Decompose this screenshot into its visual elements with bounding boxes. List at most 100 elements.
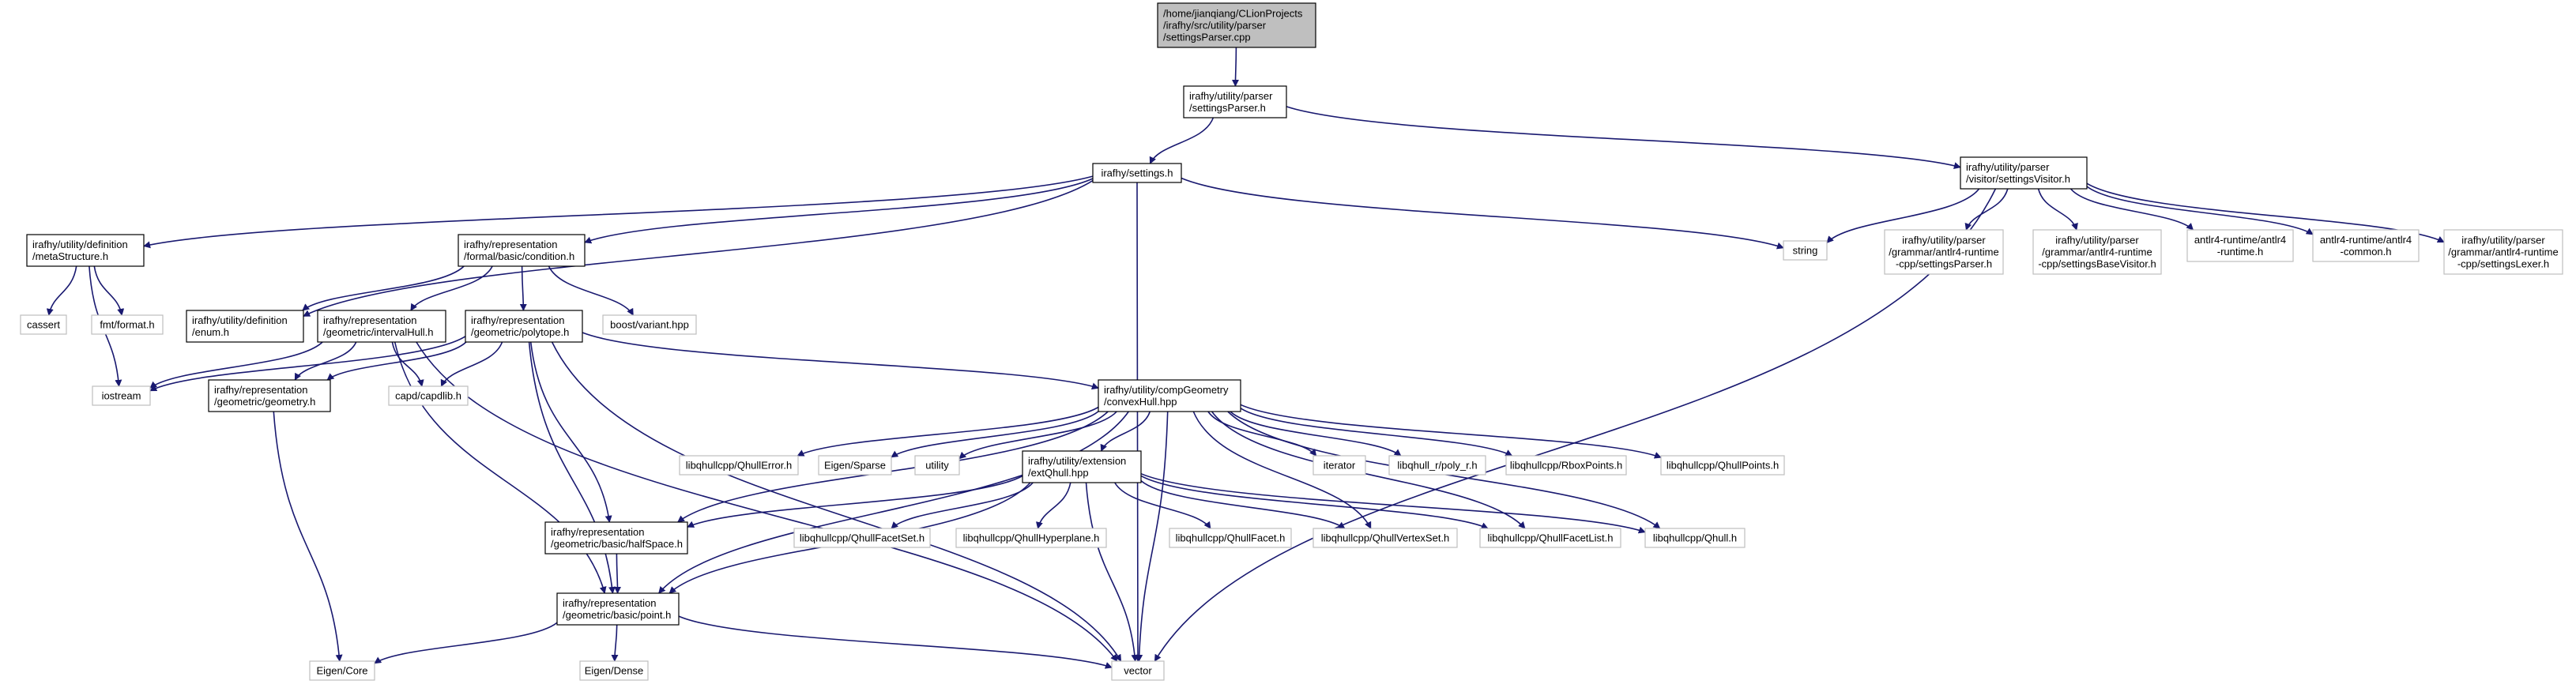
node-box bbox=[1092, 163, 1182, 183]
edge-convexhull-hpp-to-vector bbox=[1135, 411, 1169, 662]
node-grammar-settingsparser-h: irafhy/utility/parser/grammar/antlr4-run… bbox=[1884, 229, 2004, 275]
node-enum-h[interactable]: irafhy/utility/definition/enum.h bbox=[186, 310, 304, 343]
node-settings-h[interactable]: irafhy/settings.h bbox=[1092, 163, 1182, 183]
node-cassert: cassert bbox=[20, 314, 67, 335]
edge-convexhull-hpp-to-libqhull-r-poly-r-h bbox=[1230, 411, 1402, 457]
node-label-line: -runtime.h bbox=[2217, 246, 2264, 258]
node-label-line: /visitor/settingsVisitor.h bbox=[1966, 173, 2070, 185]
edge-convexhull-hpp-to-qhullpoints-h bbox=[1240, 404, 1662, 459]
node-metastructure-h[interactable]: irafhy/utility/definition/metaStructure.… bbox=[26, 234, 145, 267]
node-iterator: iterator bbox=[1312, 455, 1366, 476]
node-label-line: irafhy/utility/parser bbox=[2055, 235, 2139, 246]
node-root[interactable]: /home/jianqiang/CLionProjects/irafhy/src… bbox=[1157, 2, 1316, 48]
edge-condition-h-to-enum-h bbox=[302, 265, 465, 311]
node-capd-capdlib-h: capd/capdlib.h bbox=[388, 385, 469, 406]
node-box bbox=[1098, 379, 1241, 412]
node-box bbox=[2312, 229, 2420, 262]
node-box bbox=[1388, 455, 1486, 476]
node-label-line: libqhullcpp/QhullError.h bbox=[686, 460, 792, 472]
edge-settings-h-to-enum-h bbox=[303, 179, 1094, 318]
edge-extqhull-hpp-to-vector bbox=[1085, 482, 1139, 662]
edge-settingsvisitor-h-to-antlr4-runtime-h bbox=[2069, 188, 2194, 231]
node-extqhull-hpp[interactable]: irafhy/utility/extension/extQhull.hpp bbox=[1022, 450, 1142, 483]
edge-extqhull-hpp-to-halfspace-h bbox=[687, 475, 1023, 528]
edge-settings-h-to-condition-h bbox=[584, 178, 1094, 244]
node-grammar-settingslexer-h: irafhy/utility/parser/grammar/antlr4-run… bbox=[2443, 229, 2563, 275]
node-intervalhull-h[interactable]: irafhy/representation/geometric/interval… bbox=[317, 310, 446, 343]
node-label-line: irafhy/representation bbox=[214, 384, 308, 396]
node-qhullhyperplane-h: libqhullcpp/QhullHyperplane.h bbox=[955, 528, 1107, 548]
node-box bbox=[793, 528, 931, 548]
node-eigen-core: Eigen/Core bbox=[309, 660, 375, 681]
edge-metastructure-h-to-fmt-format-h bbox=[93, 265, 125, 316]
node-label-line: antlr4-runtime/antlr4 bbox=[2320, 234, 2412, 246]
node-label-line: libqhullcpp/QhullFacet.h bbox=[1176, 532, 1286, 544]
node-antlr4-common-h: antlr4-runtime/antlr4-common.h bbox=[2312, 229, 2420, 262]
node-label-line: libqhullcpp/QhullHyperplane.h bbox=[963, 532, 1100, 544]
node-box bbox=[602, 314, 697, 335]
node-label-line: libqhullcpp/QhullFacetSet.h bbox=[800, 532, 925, 544]
edge-point-h-to-eigen-dense bbox=[611, 624, 619, 662]
edge-extqhull-hpp-to-qhullhyperplane-h bbox=[1036, 482, 1071, 529]
node-libqhull-r-poly-r-h: libqhull_r/poly_r.h bbox=[1388, 455, 1486, 476]
node-condition-h[interactable]: irafhy/representation/formal/basic/condi… bbox=[458, 234, 586, 267]
node-label-line: /irafhy/src/utility/parser bbox=[1163, 20, 1267, 32]
node-box bbox=[458, 234, 586, 267]
node-convexhull-hpp[interactable]: irafhy/utility/compGeometry/convexHull.h… bbox=[1098, 379, 1241, 412]
node-box bbox=[1312, 455, 1366, 476]
edge-convexhull-hpp-to-qhullfacetlist-h bbox=[1211, 411, 1526, 529]
node-box bbox=[579, 660, 649, 681]
node-box bbox=[388, 385, 469, 406]
node-point-h[interactable]: irafhy/representation/geometric/basic/po… bbox=[556, 592, 680, 626]
node-box bbox=[1169, 528, 1292, 548]
node-label-line: irafhy/utility/parser bbox=[2461, 235, 2545, 246]
node-label-line: /geometric/basic/point.h bbox=[563, 609, 671, 621]
node-box bbox=[186, 310, 304, 343]
edge-condition-h-to-boost-variant-hpp bbox=[548, 265, 634, 316]
node-qhullvertexset-h: libqhullcpp/QhullVertexSet.h bbox=[1312, 528, 1458, 548]
edge-convexhull-hpp-to-point-h bbox=[658, 411, 1129, 594]
node-box bbox=[20, 314, 67, 335]
node-label-line: Eigen/Core bbox=[316, 665, 367, 677]
node-label-line: Eigen/Dense bbox=[585, 665, 643, 677]
node-label-line: irafhy/settings.h bbox=[1101, 167, 1173, 179]
node-label-line: string bbox=[1793, 245, 1818, 257]
node-settingsvisitor-h[interactable]: irafhy/utility/parser/visitor/settingsVi… bbox=[1960, 156, 2088, 190]
node-label-line: -common.h bbox=[2340, 246, 2391, 258]
node-label-line: /geometric/polytope.h bbox=[471, 326, 569, 338]
node-box bbox=[2186, 229, 2294, 262]
node-settingsparser-h[interactable]: irafhy/utility/parser/settingsParser.h bbox=[1183, 85, 1287, 118]
edge-settings-h-to-string bbox=[1181, 177, 1784, 250]
node-label-line: irafhy/representation bbox=[323, 314, 417, 326]
node-label-line: iostream bbox=[102, 390, 141, 402]
edge-polytope-h-to-geometry-h bbox=[326, 341, 467, 381]
node-label-line: boost/variant.hpp bbox=[610, 319, 689, 331]
node-antlr4-runtime-h: antlr4-runtime/antlr4-runtime.h bbox=[2186, 229, 2294, 262]
node-box bbox=[1660, 455, 1785, 476]
node-box bbox=[208, 379, 331, 412]
node-string: string bbox=[1783, 240, 1828, 261]
node-label-line: irafhy/representation bbox=[471, 314, 565, 326]
node-polytope-h[interactable]: irafhy/representation/geometric/polytope… bbox=[465, 310, 583, 343]
node-label-line: -cpp/settingsParser.h bbox=[1896, 258, 1992, 270]
node-box bbox=[818, 455, 892, 476]
edge-intervalhull-h-to-geometry-h bbox=[294, 341, 357, 381]
node-label-line: /settingsParser.h bbox=[1189, 102, 1266, 114]
edge-polytope-h-to-convexhull-hpp bbox=[582, 332, 1099, 390]
edge-polytope-h-to-halfspace-h bbox=[529, 341, 612, 523]
edge-intervalhull-h-to-capd-capdlib-h bbox=[391, 341, 424, 387]
edge-polytope-h-to-vector bbox=[551, 341, 1122, 662]
node-label-line: /settingsParser.cpp bbox=[1163, 32, 1251, 43]
node-box bbox=[465, 310, 583, 343]
node-label-line: libqhullcpp/Qhull.h bbox=[1653, 532, 1737, 544]
node-halfspace-h[interactable]: irafhy/representation/geometric/basic/ha… bbox=[544, 521, 688, 555]
node-eigen-sparse: Eigen/Sparse bbox=[818, 455, 892, 476]
node-eigen-dense: Eigen/Dense bbox=[579, 660, 649, 681]
node-label-line: libqhullcpp/QhullFacetList.h bbox=[1488, 532, 1614, 544]
node-box bbox=[2032, 229, 2162, 275]
node-label-line: libqhull_r/poly_r.h bbox=[1397, 460, 1477, 472]
node-geometry-h[interactable]: irafhy/representation/geometric/geometry… bbox=[208, 379, 331, 412]
node-label-line: /grammar/antlr4-runtime bbox=[2042, 246, 2152, 258]
node-qhullfacet-h: libqhullcpp/QhullFacet.h bbox=[1169, 528, 1292, 548]
